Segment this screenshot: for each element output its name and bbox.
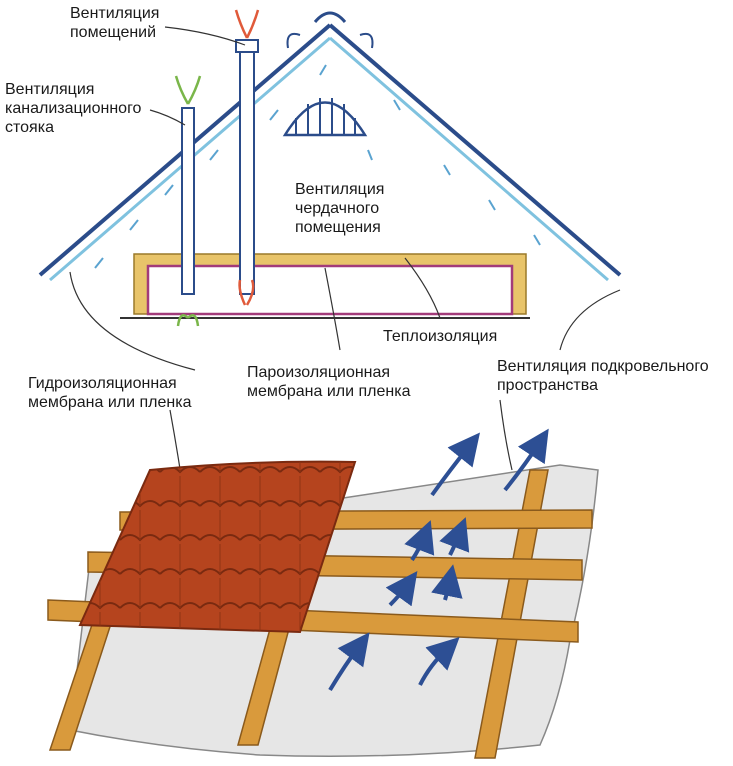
label-thermal-insulation: Теплоизоляция — [383, 328, 498, 345]
roof-buildup — [47, 428, 599, 759]
label-room-ventilation: Вентиляция помещений — [70, 5, 160, 41]
label-vapor-barrier: Пароизоляционная мембрана или пленка — [247, 364, 411, 400]
label-sewer-stack-ventilation: Вентиляция канализационного стояка — [5, 81, 142, 136]
label-waterproof-membrane: Гидроизоляционная мембрана или пленка — [28, 375, 192, 411]
exhaust-arrows — [174, 9, 260, 327]
sewer-stack-pipe — [181, 107, 195, 295]
attic-section — [38, 9, 622, 327]
label-under-roof-ventilation: Вентиляция подкровельного пространства — [497, 358, 709, 394]
roof-tiles — [78, 460, 357, 634]
dormer-vent — [282, 98, 368, 137]
ridge-cap — [313, 11, 347, 23]
label-attic-ventilation: Вентиляция чердачного помещения — [295, 181, 385, 236]
insulation-slab — [133, 253, 527, 316]
roof-outline — [38, 23, 622, 282]
underroof-airflow — [328, 428, 549, 692]
attic-airflow-arrows — [94, 64, 541, 269]
room-vent-pipe — [235, 39, 259, 295]
ridge-exhaust-arrows — [286, 32, 374, 49]
